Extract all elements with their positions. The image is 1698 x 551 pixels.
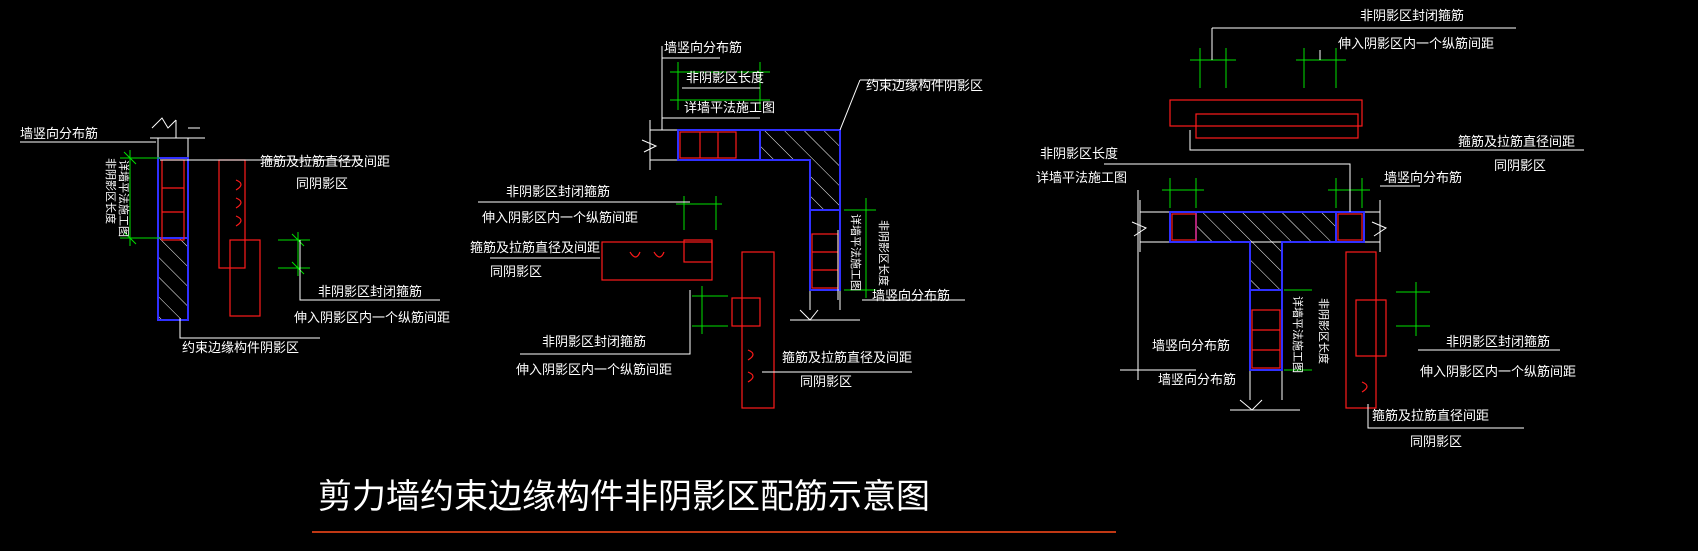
stirrup-detail-v xyxy=(741,251,775,409)
dimension-right xyxy=(1396,282,1430,336)
label-extend-into-shadow-bottom: 伸入阴影区内一个纵筋间距 xyxy=(1420,364,1576,380)
label-same-as-shadow-bottom: 同阴影区 xyxy=(1410,435,1462,450)
label-closed-stirrup-top: 非阴影区封闭箍筋 xyxy=(1360,8,1464,24)
stirrup-detail-h xyxy=(601,241,713,281)
label-tie-diameter-top: 箍筋及拉筋直径间距 xyxy=(1458,134,1575,150)
label-closed-stirrup-b: 非阴影区封闭箍筋 xyxy=(542,334,646,350)
label-closed-stirrup-a: 非阴影区封闭箍筋 xyxy=(506,184,610,200)
shadow-zone-hatch xyxy=(158,238,188,320)
label-extend-into-shadow-top: 伸入阴影区内一个纵筋间距 xyxy=(1338,36,1494,52)
shadow-zone-hatch xyxy=(1196,212,1336,242)
label-tie-diameter-bottom: 箍筋及拉筋直径间距 xyxy=(1372,408,1489,424)
label-wall-vertical-rebar-left: 墙竖向分布筋 xyxy=(1152,338,1230,354)
diagram-title: 剪力墙约束边缘构件非阴影区配筋示意图 xyxy=(318,477,930,517)
diagram-3-t-wall: 非阴影区封闭箍筋 伸入阴影区内一个纵筋间距 箍筋及拉筋直径间距 同阴影区 非阴影… xyxy=(1036,8,1584,450)
dimension-right xyxy=(278,232,310,276)
label-extend-into-shadow: 伸入阴影区内一个纵筋间距 xyxy=(294,310,450,326)
label-see-plan-v: 详墙平法施工图 xyxy=(1291,296,1305,373)
label-wall-vertical-rebar-right: 墙竖向分布筋 xyxy=(872,288,950,304)
stirrup-detail xyxy=(218,159,246,269)
dimension-mid xyxy=(1162,178,1370,208)
label-same-as-shadow-b: 同阴影区 xyxy=(800,375,852,390)
dimension-left xyxy=(120,150,160,246)
corner-shadow-hatch xyxy=(760,130,840,160)
label-constrained-shadow: 约束边缘构件阴影区 xyxy=(182,341,299,356)
dimension-vertical xyxy=(1284,289,1312,371)
dimension-lower xyxy=(692,286,728,334)
dimension-top xyxy=(1190,48,1346,88)
closed-stirrup-h xyxy=(1171,213,1197,241)
closed-stirrup-h xyxy=(679,131,737,159)
label-same-as-shadow-a: 同阴影区 xyxy=(490,265,542,280)
label-extend-into-shadow-a: 伸入阴影区内一个纵筋间距 xyxy=(482,210,638,226)
label-wall-vertical-rebar: 墙竖向分布筋 xyxy=(664,40,742,56)
label-see-plan: 详墙平法施工图 xyxy=(684,101,775,116)
label-constrained-shadow: 约束边缘构件阴影区 xyxy=(866,79,983,94)
label-wall-vertical-rebar-bottom: 墙竖向分布筋 xyxy=(1158,372,1236,388)
label-wall-vertical-rebar: 墙竖向分布筋 xyxy=(20,126,98,142)
label-non-shadow-length: 非阴影区长度 xyxy=(686,70,764,86)
label-non-shadow-length-v: 非阴影区长度 xyxy=(877,220,891,286)
label-tie-diameter-a: 箍筋及拉筋直径及间距 xyxy=(470,240,600,256)
label-tie-diameter-b: 箍筋及拉筋直径及间距 xyxy=(782,350,912,366)
label-wall-vertical-rebar-right: 墙竖向分布筋 xyxy=(1384,170,1462,186)
closed-stirrup-v xyxy=(811,233,839,289)
label-non-shadow-length-v: 非阴影区长度 xyxy=(1317,298,1331,364)
label-tie-diameter: 箍筋及拉筋直径及间距 xyxy=(260,154,390,170)
label-same-as-shadow: 同阴影区 xyxy=(296,177,348,192)
label-non-shadow-length-v: 非阴影区长度 xyxy=(104,158,118,224)
label-same-as-shadow-top: 同阴影区 xyxy=(1494,159,1546,174)
label-closed-stirrup: 非阴影区封闭箍筋 xyxy=(318,284,422,300)
dimension-top xyxy=(670,62,770,110)
closed-stirrup-v xyxy=(1251,309,1281,369)
label-see-plan-v: 详墙平法施工图 xyxy=(849,214,863,291)
label-extend-into-shadow-b: 伸入阴影区内一个纵筋间距 xyxy=(516,362,672,378)
closed-stirrup xyxy=(161,159,185,241)
label-non-shadow-length: 非阴影区长度 xyxy=(1040,146,1118,162)
label-closed-stirrup-bottom: 非阴影区封闭箍筋 xyxy=(1446,334,1550,350)
dimension-mid xyxy=(676,196,722,230)
diagram-2-corner-wall: 墙竖向分布筋 非阴影区长度 详墙平法施工图 约束边缘构件阴影区 非阴影区封闭箍筋… xyxy=(470,40,983,409)
stirrup-detail-right xyxy=(1345,251,1377,409)
diagram-1-straight-wall: 墙竖向分布筋 箍筋及拉筋直径及间距 同阴影区 非阴影区封闭箍筋 伸入阴影区内一个… xyxy=(20,117,450,356)
label-see-plan: 详墙平法施工图 xyxy=(1036,171,1127,186)
stirrup-detail-top xyxy=(1169,99,1363,127)
dimension-right xyxy=(844,198,876,298)
label-see-plan-v: 详墙平法施工图 xyxy=(117,160,131,237)
